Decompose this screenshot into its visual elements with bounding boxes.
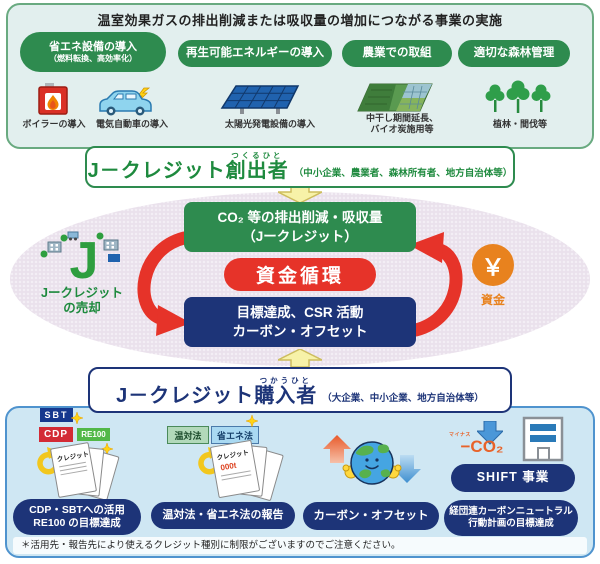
example-label-solar: 太陽光発電設備の導入 bbox=[213, 119, 327, 130]
purchaser-title-ruby: つかうひと 購入者 bbox=[254, 376, 318, 408]
label-text: 植林・間伐等 bbox=[492, 119, 547, 129]
purchaser-members: （大企業、中小企業、地方自治体等） bbox=[322, 393, 484, 404]
yen-coin-icon: ￥ bbox=[472, 244, 514, 286]
purchaser-title-prefix: J－クレジット bbox=[116, 385, 255, 407]
sell-label: Jークレジット の売却 bbox=[30, 286, 134, 315]
footnote-strip: ＊活用先・報告先により使えるクレジット種別に制限がございますのでご注意ください。 bbox=[13, 537, 587, 554]
earth-character-icon bbox=[323, 435, 421, 485]
solar-panel-icon bbox=[220, 85, 300, 114]
creator-members: （中小企業、農業者、森林所有者、地方自治体等） bbox=[293, 168, 513, 179]
sparkle-icon bbox=[71, 412, 83, 424]
fund-label: 資金 bbox=[480, 293, 505, 307]
pill-line1: 経団連カーボンニュートラル bbox=[449, 506, 573, 518]
creator-title-prefix: J－クレジット bbox=[87, 160, 226, 182]
label-text: バイオ炭施用等 bbox=[370, 123, 434, 134]
credit-papers: クレジット bbox=[49, 441, 120, 502]
paper-sheet: クレジット bbox=[49, 441, 98, 499]
badge-sbt: SBT bbox=[40, 408, 73, 422]
projects-title: 温室効果ガスの排出削減または吸収量の増加につながる事業の実施 bbox=[97, 13, 503, 28]
category-energy-saving: 省エネ設備の導入 （燃料転換、高効率化） bbox=[20, 32, 166, 72]
category-label: 再生可能エネルギーの導入 bbox=[186, 46, 324, 59]
badge-ontaiho: 温対法 bbox=[167, 426, 209, 444]
category-label: 農業での取組 bbox=[362, 46, 432, 59]
co2-furigana: マイナス bbox=[449, 432, 471, 438]
footnote-text: ＊活用先・報告先により使えるクレジット種別に制限がございますのでご注意ください。 bbox=[21, 540, 401, 551]
label-text: 中干し期間延長、 bbox=[365, 113, 438, 123]
yen-symbol: ￥ bbox=[481, 254, 505, 280]
purchaser-furigana: つかうひと bbox=[259, 376, 312, 385]
cycle-arrow-right-icon bbox=[409, 232, 463, 337]
usage-pill-cdp-sbt: CDP・SBTへの活用 RE100 の目標達成 bbox=[13, 499, 141, 535]
category-forestry: 適切な森林管理 bbox=[458, 40, 570, 67]
creator-title-ruby: つくるひと 創出者 bbox=[225, 151, 289, 183]
badge-shoeneho: 省エネ法 bbox=[211, 426, 259, 444]
credit-box: CO₂ 等の排出削減・吸収量 （Jークレジット） bbox=[184, 202, 416, 252]
category-label: 適切な森林管理 bbox=[473, 46, 555, 59]
pill-line2: 行動計画の目標達成 bbox=[468, 518, 554, 529]
projects-panel bbox=[6, 3, 594, 149]
creator-title-main: 創出者 bbox=[225, 160, 289, 182]
credit-box-line2: （Jークレジット） bbox=[242, 229, 358, 244]
badge-re100: RE100 bbox=[77, 428, 110, 441]
sparkle-icon bbox=[101, 443, 113, 455]
usage-pill-keidanren: 経団連カーボンニュートラル 行動計画の目標達成 bbox=[444, 500, 578, 536]
j-logo-letter: J bbox=[70, 232, 99, 284]
boiler-icon bbox=[38, 83, 68, 115]
label-text: 電気自動車の導入 bbox=[95, 119, 168, 129]
pill-line2: RE100 の目標達成 bbox=[33, 517, 121, 529]
example-label-boiler: ボイラーの導入 bbox=[10, 119, 98, 130]
pill-line1: CDP・SBTへの活用 bbox=[29, 503, 125, 516]
pill-line1: カーボン・オフセット bbox=[313, 509, 429, 522]
example-label-farm: 中干し期間延長、 バイオ炭施用等 bbox=[348, 113, 456, 134]
farm-field-icon bbox=[357, 83, 433, 112]
category-renewables: 再生可能エネルギーの導入 bbox=[178, 40, 332, 67]
creator-band: J－クレジット つくるひと 創出者 （中小企業、農業者、森林所有者、地方自治体等… bbox=[85, 146, 515, 188]
category-agriculture: 農業での取組 bbox=[342, 40, 452, 67]
usage-pill-reporting: 温対法・省エネ法の報告 bbox=[151, 502, 295, 529]
label-text: ボイラーの導入 bbox=[22, 119, 86, 129]
creator-furigana: つくるひと bbox=[231, 151, 284, 160]
purchaser-title-main: 購入者 bbox=[254, 385, 318, 407]
minus-co2-label: −CO₂ bbox=[460, 437, 504, 456]
example-label-ev: 電気自動車の導入 bbox=[84, 119, 180, 130]
ev-car-icon bbox=[99, 87, 152, 116]
sell-line2: の売却 bbox=[63, 300, 101, 315]
money-cycle-pill: 資金循環 bbox=[224, 258, 376, 291]
shift-pill: SHIFT 事業 bbox=[451, 464, 575, 492]
category-label: 省エネ設備の導入 bbox=[49, 41, 137, 54]
sell-line1: Jークレジット bbox=[41, 286, 123, 300]
co2-down-arrow-icon bbox=[477, 421, 503, 445]
sparkle-icon bbox=[246, 415, 258, 427]
shift-label: SHIFT 事業 bbox=[476, 470, 550, 485]
usage-box-line1: 目標達成、CSR 活動 bbox=[236, 305, 364, 320]
example-label-forest: 植林・間伐等 bbox=[474, 119, 566, 130]
badge-cdp: CDP bbox=[39, 427, 73, 442]
j-credit-logo: J bbox=[40, 231, 120, 284]
paper-sheet: クレジット 000t bbox=[209, 439, 261, 499]
label-text: 太陽光発電設備の導入 bbox=[224, 119, 315, 129]
money-cycle-label: 資金循環 bbox=[255, 266, 344, 287]
credit-box-line1: CO₂ 等の排出削減・吸収量 bbox=[217, 210, 383, 225]
up-arrow-icon bbox=[278, 349, 322, 367]
usage-box: 目標達成、CSR 活動 カーボン・オフセット bbox=[184, 297, 416, 347]
pill-line1: 温対法・省エネ法の報告 bbox=[162, 508, 284, 521]
cycle-arrow-left-icon bbox=[137, 231, 191, 336]
category-sublabel: （燃料転換、高効率化） bbox=[49, 53, 137, 63]
credit-papers: クレジット 000t bbox=[209, 439, 284, 502]
usage-pill-offset: カーボン・オフセット bbox=[303, 502, 439, 530]
usage-box-line2: カーボン・オフセット bbox=[232, 324, 368, 339]
purchaser-band: J－クレジット つかうひと 購入者 （大企業、中小企業、地方自治体等） bbox=[88, 367, 512, 413]
building-icon bbox=[522, 416, 564, 462]
trees-icon bbox=[485, 80, 551, 113]
